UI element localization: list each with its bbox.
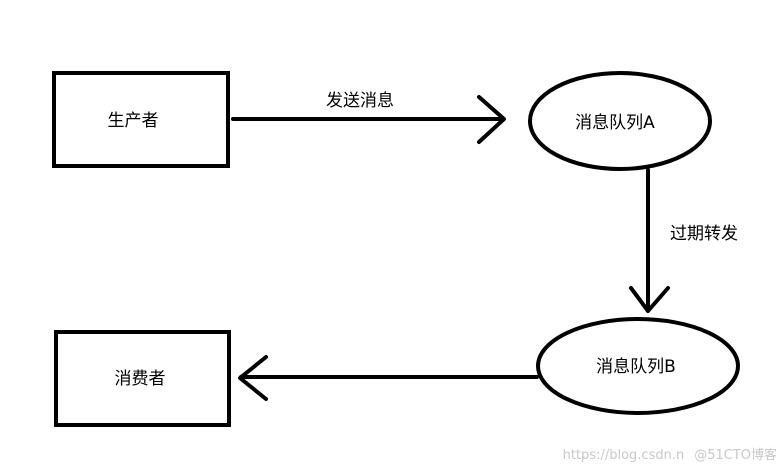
watermark: https://blog.csdn.n @51CTO博客 bbox=[563, 444, 777, 463]
expire-forward-edge: 过期转发 bbox=[629, 168, 738, 313]
consume-edge bbox=[238, 355, 539, 401]
producer-label: 生产者 bbox=[108, 111, 159, 131]
watermark-url: https://blog.csdn.n bbox=[562, 448, 685, 463]
queue-a-node: 消息队列A bbox=[528, 71, 712, 171]
expire-arrowhead bbox=[629, 286, 670, 313]
consumer-label: 消费者 bbox=[115, 369, 166, 389]
consume-arrowhead bbox=[238, 355, 268, 401]
consumer-node: 消费者 bbox=[54, 330, 231, 427]
producer-node: 生产者 bbox=[52, 71, 230, 168]
queue-a-ellipse bbox=[528, 71, 712, 171]
send-arrowhead bbox=[477, 95, 506, 144]
queue-b-node: 消息队列B bbox=[536, 317, 740, 415]
send-label: 发送消息 bbox=[326, 91, 394, 111]
watermark-brand: @51CTO博客 bbox=[694, 448, 777, 463]
queue-b-label: 消息队列B bbox=[596, 357, 676, 377]
queue-a-label: 消息队列A bbox=[575, 113, 655, 133]
expire-forward-label: 过期转发 bbox=[670, 224, 738, 244]
queue-b-ellipse bbox=[536, 317, 740, 415]
consumer-box bbox=[54, 330, 231, 427]
producer-box bbox=[52, 71, 230, 168]
send-edge: 发送消息 bbox=[231, 91, 506, 144]
